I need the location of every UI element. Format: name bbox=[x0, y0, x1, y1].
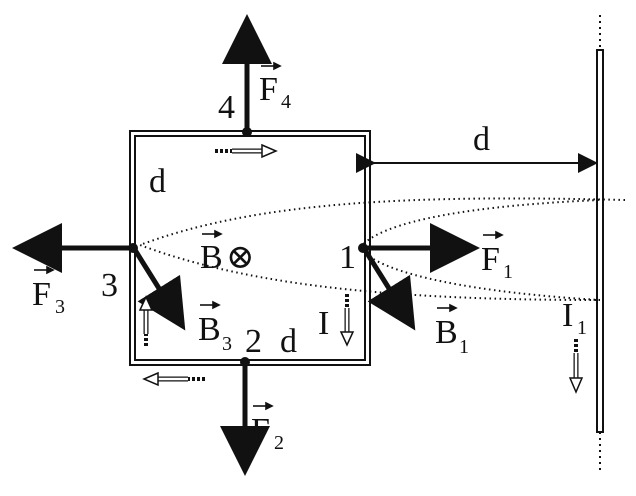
current-arrow-wire bbox=[568, 339, 584, 394]
current-arrow-left bbox=[138, 295, 154, 348]
force-4-subscript: 4 bbox=[281, 91, 291, 113]
wire-current-label: I bbox=[562, 297, 573, 334]
force-2-label: F bbox=[251, 412, 270, 449]
force-1-subscript: 1 bbox=[503, 261, 513, 283]
field-B-label: B bbox=[200, 239, 223, 276]
point-2-label: 2 bbox=[245, 323, 262, 360]
force-3-label: F bbox=[32, 276, 51, 313]
current-arrow-bottom bbox=[142, 371, 205, 387]
field-1-subscript: 1 bbox=[459, 336, 469, 358]
current-arrow-right bbox=[339, 294, 355, 347]
force-2-subscript: 2 bbox=[274, 432, 284, 454]
current-arrow-top bbox=[215, 143, 278, 159]
point-2-dot bbox=[240, 357, 250, 367]
field-1-label: B bbox=[435, 314, 458, 351]
field-direction-symbol: ⊗ bbox=[226, 239, 255, 276]
force-3-subscript: 3 bbox=[55, 296, 65, 318]
point-1-dot bbox=[358, 243, 368, 253]
field-3-label: B bbox=[198, 311, 221, 348]
side-length-label-top: d bbox=[149, 163, 166, 200]
field-arrow-3 bbox=[132, 248, 186, 331]
point-1-label: 1 bbox=[339, 239, 356, 276]
loop-current-label: I bbox=[318, 305, 329, 342]
side-length-label-bottom: d bbox=[280, 323, 297, 360]
point-4-label: 4 bbox=[218, 89, 235, 126]
point-3-dot bbox=[128, 243, 138, 253]
point-3-label: 3 bbox=[101, 267, 118, 304]
vector-overbars bbox=[34, 61, 504, 411]
field-arrow-1 bbox=[362, 248, 416, 331]
force-4-label: F bbox=[259, 71, 278, 108]
point-4-dot bbox=[242, 127, 252, 137]
force-1-label: F bbox=[481, 241, 500, 278]
field-line-inner bbox=[358, 199, 601, 301]
field-3-subscript: 3 bbox=[222, 333, 232, 355]
wire-current-subscript: 1 bbox=[577, 317, 587, 339]
long-wire bbox=[596, 49, 604, 433]
distance-label: d bbox=[473, 121, 490, 158]
